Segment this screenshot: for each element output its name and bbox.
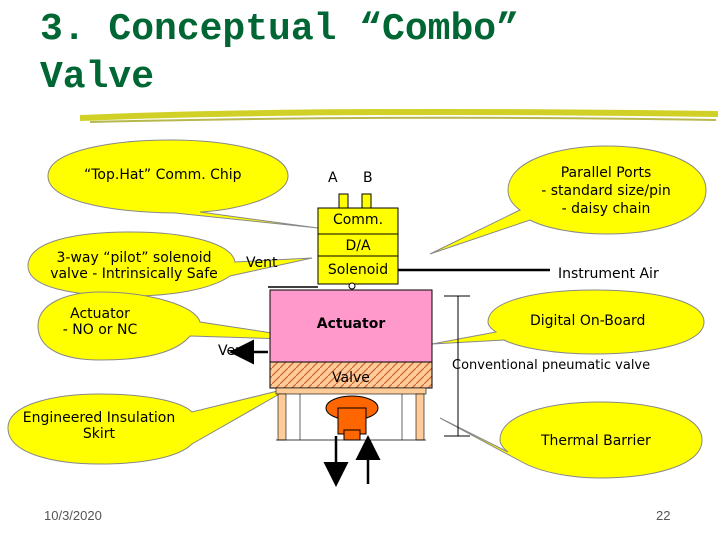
pilot-label-line-2: valve - Intrinsically Safe bbox=[50, 266, 218, 282]
parallel-label-line-1: Parallel Ports bbox=[560, 165, 652, 181]
digital-label: Digital On-Board bbox=[530, 313, 646, 329]
title-underline bbox=[79, 108, 719, 121]
solenoid-label: Solenoid bbox=[327, 262, 389, 278]
comm-block bbox=[317, 207, 399, 235]
page-number: 22 bbox=[656, 508, 671, 523]
insulation-label-line-2: Skirt bbox=[82, 426, 116, 442]
callout-actuator-bubble bbox=[37, 291, 319, 361]
actuator-label: Actuator bbox=[316, 316, 386, 332]
callout-thermal-bubble bbox=[439, 401, 703, 479]
pilot-port bbox=[348, 282, 356, 290]
vent-top-label: Vent bbox=[246, 255, 278, 271]
callout-tophat-bubble bbox=[47, 139, 319, 229]
parallel-label: Parallel Ports - standard size/pin - dai… bbox=[518, 164, 694, 218]
parallel-label-line-3: - daisy chain bbox=[561, 201, 651, 217]
callout-parallel-bubble bbox=[429, 145, 707, 255]
insulation-label: Engineered Insulation Skirt bbox=[14, 410, 184, 442]
pilot-label: 3-way “pilot” solenoid valve - Intrinsic… bbox=[36, 250, 232, 282]
port-a-label: A bbox=[328, 170, 338, 186]
thermal-label: Thermal Barrier bbox=[541, 433, 651, 449]
tophat-label: “Top.Hat” Comm. Chip bbox=[84, 167, 242, 183]
actuator-block bbox=[269, 289, 433, 363]
actuator-callout-label: Actuator - NO or NC bbox=[44, 306, 156, 338]
actuator-callout-line-1: Actuator bbox=[70, 306, 130, 322]
valve-label: Valve bbox=[332, 370, 370, 386]
pilot-label-line-1: 3-way “pilot” solenoid bbox=[56, 250, 212, 266]
parallel-label-line-2: - standard size/pin bbox=[541, 183, 671, 199]
valve-block bbox=[269, 361, 433, 389]
solenoid-block bbox=[317, 255, 399, 285]
conventional-label: Conventional pneumatic valve bbox=[452, 358, 651, 373]
da-label: D/A bbox=[345, 238, 371, 254]
slide-title: 3. Conceptual “Combo” Valve bbox=[40, 6, 640, 102]
insulation-skirt bbox=[275, 387, 427, 395]
comm-label: Comm. bbox=[332, 212, 384, 228]
title-line-1: 3. Conceptual “Combo” bbox=[40, 8, 519, 51]
port-b-label: B bbox=[363, 170, 373, 186]
instrument-air-label: Instrument Air bbox=[558, 266, 659, 282]
vent-bottom-label: Vent bbox=[218, 343, 250, 359]
title-line-2: Valve bbox=[40, 56, 155, 99]
footer-date: 10/3/2020 bbox=[44, 508, 102, 523]
insulation-label-line-1: Engineered Insulation bbox=[22, 410, 176, 426]
actuator-callout-line-2: - NO or NC bbox=[62, 322, 138, 338]
